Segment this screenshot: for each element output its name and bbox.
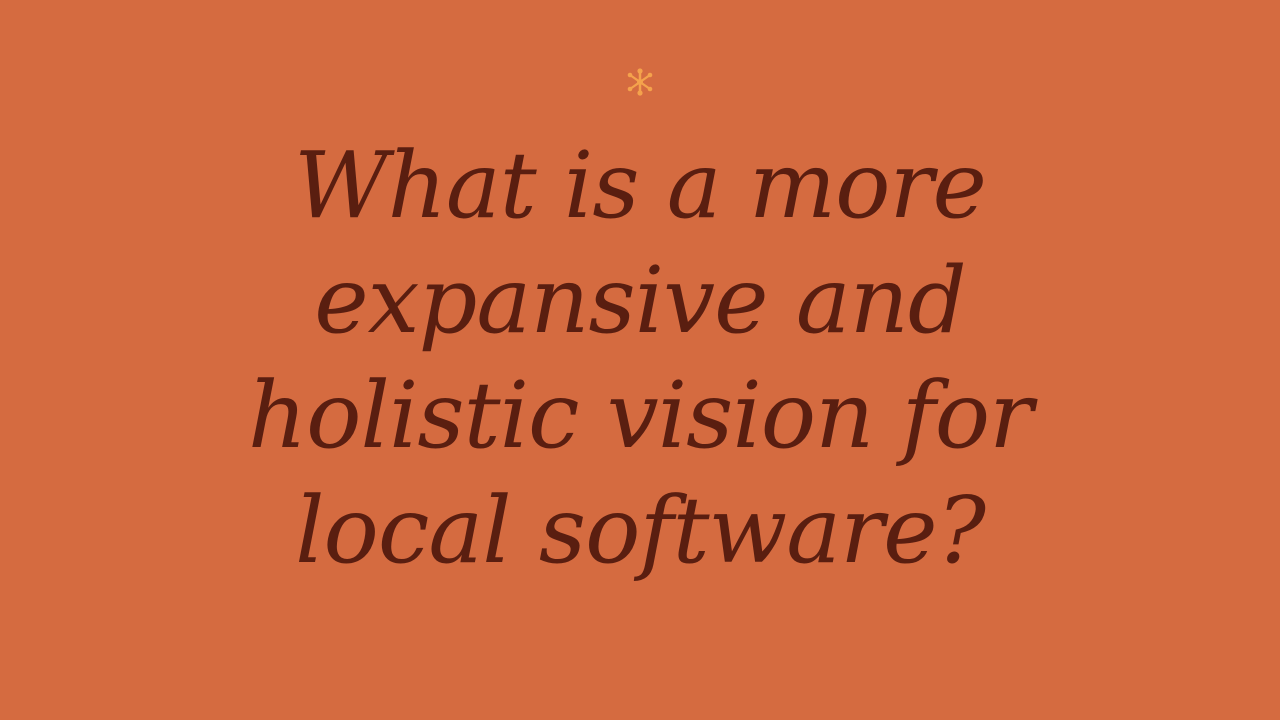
headline-line-4: local software?: [295, 477, 986, 584]
headline-line-1: What is a more: [294, 132, 987, 239]
asterisk-flower-icon: [624, 66, 656, 98]
headline: What is a more expansive and holistic vi…: [140, 128, 1140, 588]
headline-line-3: holistic vision for: [247, 362, 1033, 469]
headline-line-2: expansive and: [314, 247, 967, 354]
